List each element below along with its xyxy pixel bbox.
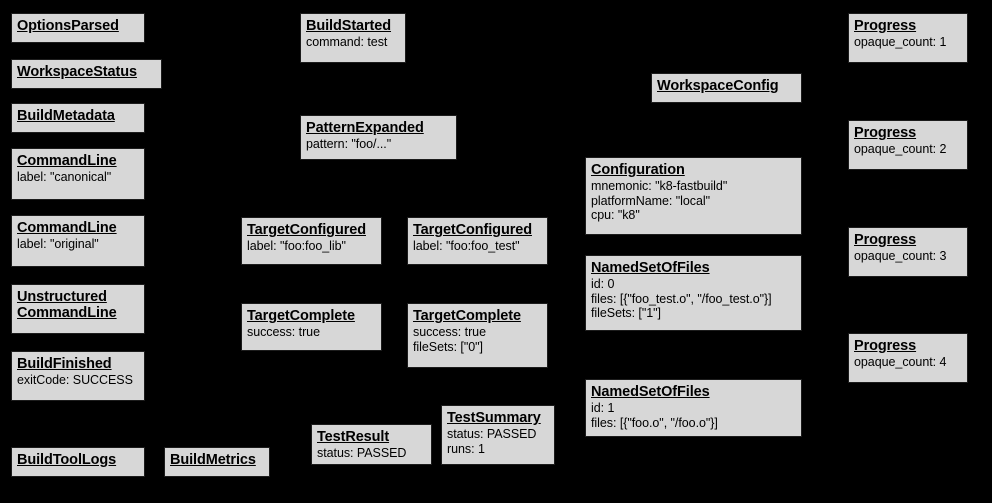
node-fields: opaque_count: 1 [854, 35, 947, 49]
node-workspace-status[interactable]: WorkspaceStatus [11, 59, 162, 89]
node-title: TargetConfigured [413, 222, 532, 238]
node-fields: success: true [247, 325, 320, 339]
node-title: Unstructured CommandLine [17, 289, 117, 321]
node-fields: opaque_count: 4 [854, 355, 947, 369]
node-fields: exitCode: SUCCESS [17, 373, 133, 387]
node-fields: label: "original" [17, 237, 99, 251]
node-fields: status: PASSED [317, 446, 407, 460]
node-title: Progress [854, 18, 917, 34]
node-title: WorkspaceStatus [17, 64, 137, 80]
node-title: NamedSetOfFiles [591, 260, 710, 276]
node-title: WorkspaceConfig [657, 78, 779, 94]
node-fields: opaque_count: 3 [854, 249, 947, 263]
node-fields: success: true fileSets: ["0"] [413, 325, 486, 354]
node-fields: mnemonic: "k8-fastbuild" platformName: "… [591, 179, 728, 222]
node-fields: id: 1 files: [{"foo.o", "/foo.o"}] [591, 401, 718, 430]
node-fields: label: "foo:foo_lib" [247, 239, 346, 253]
node-build-metadata[interactable]: BuildMetadata [11, 103, 145, 133]
node-title: TargetComplete [247, 308, 355, 324]
node-title: TestSummary [447, 410, 541, 426]
node-title: TargetComplete [413, 308, 521, 324]
node-build-metrics[interactable]: BuildMetrics [164, 447, 270, 477]
node-title: TargetConfigured [247, 222, 366, 238]
node-fields: status: PASSED runs: 1 [447, 427, 537, 456]
node-fields: command: test [306, 35, 388, 49]
node-title: BuildMetrics [170, 452, 256, 468]
node-title: BuildStarted [306, 18, 392, 34]
node-title: Progress [854, 338, 917, 354]
node-options-parsed[interactable]: OptionsParsed [11, 13, 145, 43]
node-title: CommandLine [17, 220, 117, 236]
node-title: Progress [854, 125, 917, 141]
node-title: Progress [854, 232, 917, 248]
node-title: BuildMetadata [17, 108, 115, 124]
node-title: OptionsParsed [17, 18, 119, 34]
node-title: Configuration [591, 162, 685, 178]
node-unstructured-command-line[interactable]: Unstructured CommandLine [11, 284, 145, 334]
node-fields: label: "foo:foo_test" [413, 239, 520, 253]
node-fields: opaque_count: 2 [854, 142, 947, 156]
node-title: NamedSetOfFiles [591, 384, 710, 400]
node-fields: pattern: "foo/..." [306, 137, 392, 151]
node-title: BuildToolLogs [17, 452, 117, 468]
node-title: TestResult [317, 429, 390, 445]
node-fields: id: 0 files: [{"foo_test.o", "/foo_test.… [591, 277, 772, 320]
node-title: PatternExpanded [306, 120, 424, 136]
node-title: BuildFinished [17, 356, 112, 372]
node-workspace-config[interactable]: WorkspaceConfig [651, 73, 802, 103]
node-title: CommandLine [17, 153, 117, 169]
node-fields: label: "canonical" [17, 170, 112, 184]
node-build-tool-logs[interactable]: BuildToolLogs [11, 447, 145, 477]
